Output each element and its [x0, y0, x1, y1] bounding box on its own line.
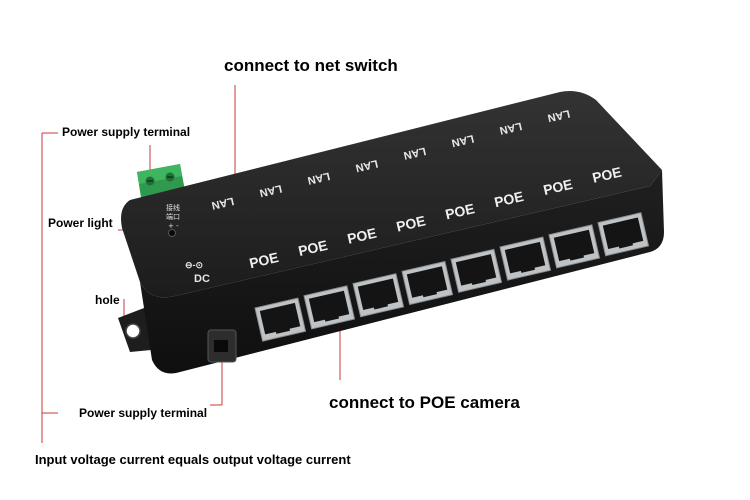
- poe-label-5: POE: [444, 200, 476, 222]
- rj45-port-6: [499, 236, 552, 281]
- housing-top: [121, 91, 662, 298]
- hole-caption: hole: [95, 293, 120, 307]
- lan-label-6: LAN: [450, 132, 475, 149]
- poe-labels: POE POE POE POE POE POE POE POE: [248, 164, 623, 272]
- rj45-port-7: [548, 224, 601, 269]
- power-terminal-bottom-caption: Power supply terminal: [79, 406, 208, 420]
- poe-label-3: POE: [346, 225, 378, 247]
- net-switch-caption: connect to net switch: [224, 56, 398, 75]
- power-light-led: [168, 229, 176, 237]
- rj45-port-4: [401, 260, 454, 306]
- lan-label-4: LAN: [354, 157, 379, 174]
- mounting-hole: [125, 323, 141, 339]
- rj45-port-1: [254, 297, 307, 342]
- lan-label-5: LAN: [402, 145, 427, 162]
- footer-caption: Input voltage current equals output volt…: [35, 452, 351, 467]
- lan-label-8: LAN: [546, 107, 571, 124]
- poe-label-1: POE: [248, 249, 280, 271]
- poe-label-2: POE: [297, 237, 329, 259]
- power-terminal-top-caption: Power supply terminal: [62, 125, 191, 139]
- poe-camera-caption: connect to POE camera: [329, 393, 520, 412]
- terminal-marking-3: + -: [168, 222, 179, 230]
- lan-label-3: LAN: [306, 170, 331, 187]
- dc-marking: ⊖-⊙ DC: [185, 260, 210, 285]
- rj45-port-5: [450, 248, 503, 293]
- lan-labels: LAN LAN LAN LAN LAN LAN LAN LAN: [210, 107, 571, 211]
- lan-label-7: LAN: [498, 120, 523, 137]
- terminal-markings: 接线 端口 + -: [166, 203, 180, 230]
- rj45-port-3: [352, 273, 405, 318]
- power-light-caption: Power light: [48, 216, 113, 230]
- lan-label-2: LAN: [258, 182, 283, 199]
- poe-label-6: POE: [493, 188, 525, 210]
- lan-label-1: LAN: [210, 195, 235, 212]
- terminal-marking-1: 接线: [166, 203, 180, 212]
- poe-label-8: POE: [591, 164, 623, 186]
- poe-label-7: POE: [542, 176, 574, 198]
- rj45-port-8: [597, 212, 650, 257]
- ethernet-ports: [254, 212, 650, 342]
- rj45-port-2: [303, 285, 356, 330]
- poe-label-4: POE: [395, 212, 427, 234]
- terminal-marking-2: 端口: [166, 212, 180, 221]
- dc-text: DC: [194, 273, 210, 285]
- dc-symbol: ⊖-⊙: [185, 260, 203, 270]
- dc-jack: [207, 329, 237, 363]
